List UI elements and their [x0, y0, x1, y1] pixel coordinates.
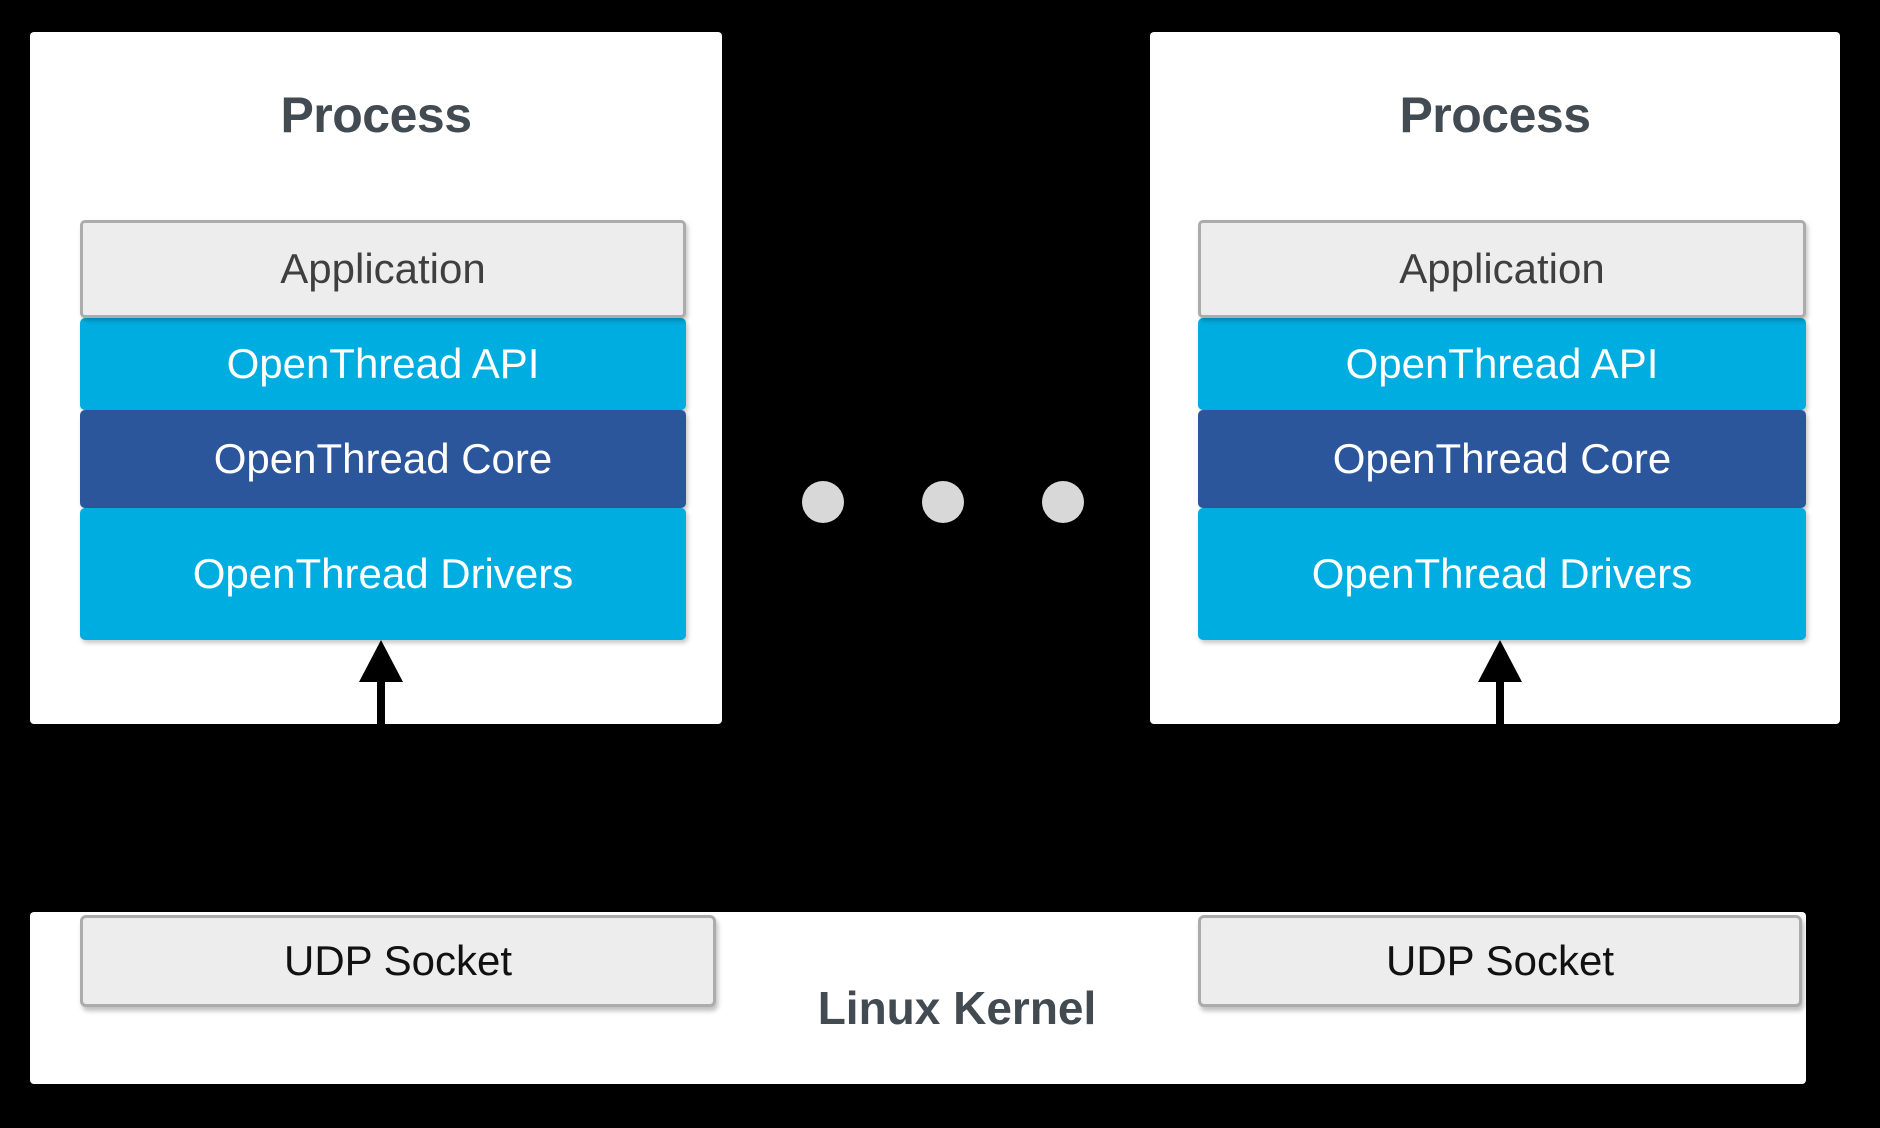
kernel-title: Linux Kernel — [817, 982, 1097, 1034]
layer-openthread-drivers-left[interactable]: OpenThread Drivers — [80, 508, 686, 640]
layer-label: OpenThread API — [226, 340, 540, 387]
layer-label: Application — [1399, 245, 1605, 292]
layer-openthread-core-right[interactable]: OpenThread Core — [1198, 410, 1806, 508]
layer-openthread-api-left[interactable]: OpenThread API — [80, 318, 686, 410]
arrow-left-socket-to-drivers — [359, 640, 403, 732]
udp-socket-left[interactable]: UDP Socket — [80, 915, 716, 1007]
layer-label: OpenThread Core — [213, 435, 553, 482]
layer-label: OpenThread Drivers — [192, 550, 574, 597]
layer-application-left[interactable]: Application — [80, 220, 686, 318]
udp-socket-label: UDP Socket — [284, 937, 512, 984]
layer-label: OpenThread Core — [1332, 435, 1672, 482]
process-title-left: Process — [280, 87, 472, 143]
ellipsis-dot-3 — [1042, 481, 1084, 523]
udp-socket-right[interactable]: UDP Socket — [1198, 915, 1802, 1007]
layer-openthread-api-right[interactable]: OpenThread API — [1198, 318, 1806, 410]
process-title-right: Process — [1399, 87, 1591, 143]
udp-socket-label: UDP Socket — [1386, 937, 1614, 984]
ellipsis-dot-1 — [802, 481, 844, 523]
arrow-right-socket-to-drivers — [1478, 640, 1522, 732]
layer-openthread-core-left[interactable]: OpenThread Core — [80, 410, 686, 508]
layer-label: Application — [280, 245, 486, 292]
layer-label: OpenThread Drivers — [1311, 550, 1693, 597]
layer-label: OpenThread API — [1345, 340, 1659, 387]
layer-openthread-drivers-right[interactable]: OpenThread Drivers — [1198, 508, 1806, 640]
layer-application-right[interactable]: Application — [1198, 220, 1806, 318]
ellipsis-dot-2 — [922, 481, 964, 523]
